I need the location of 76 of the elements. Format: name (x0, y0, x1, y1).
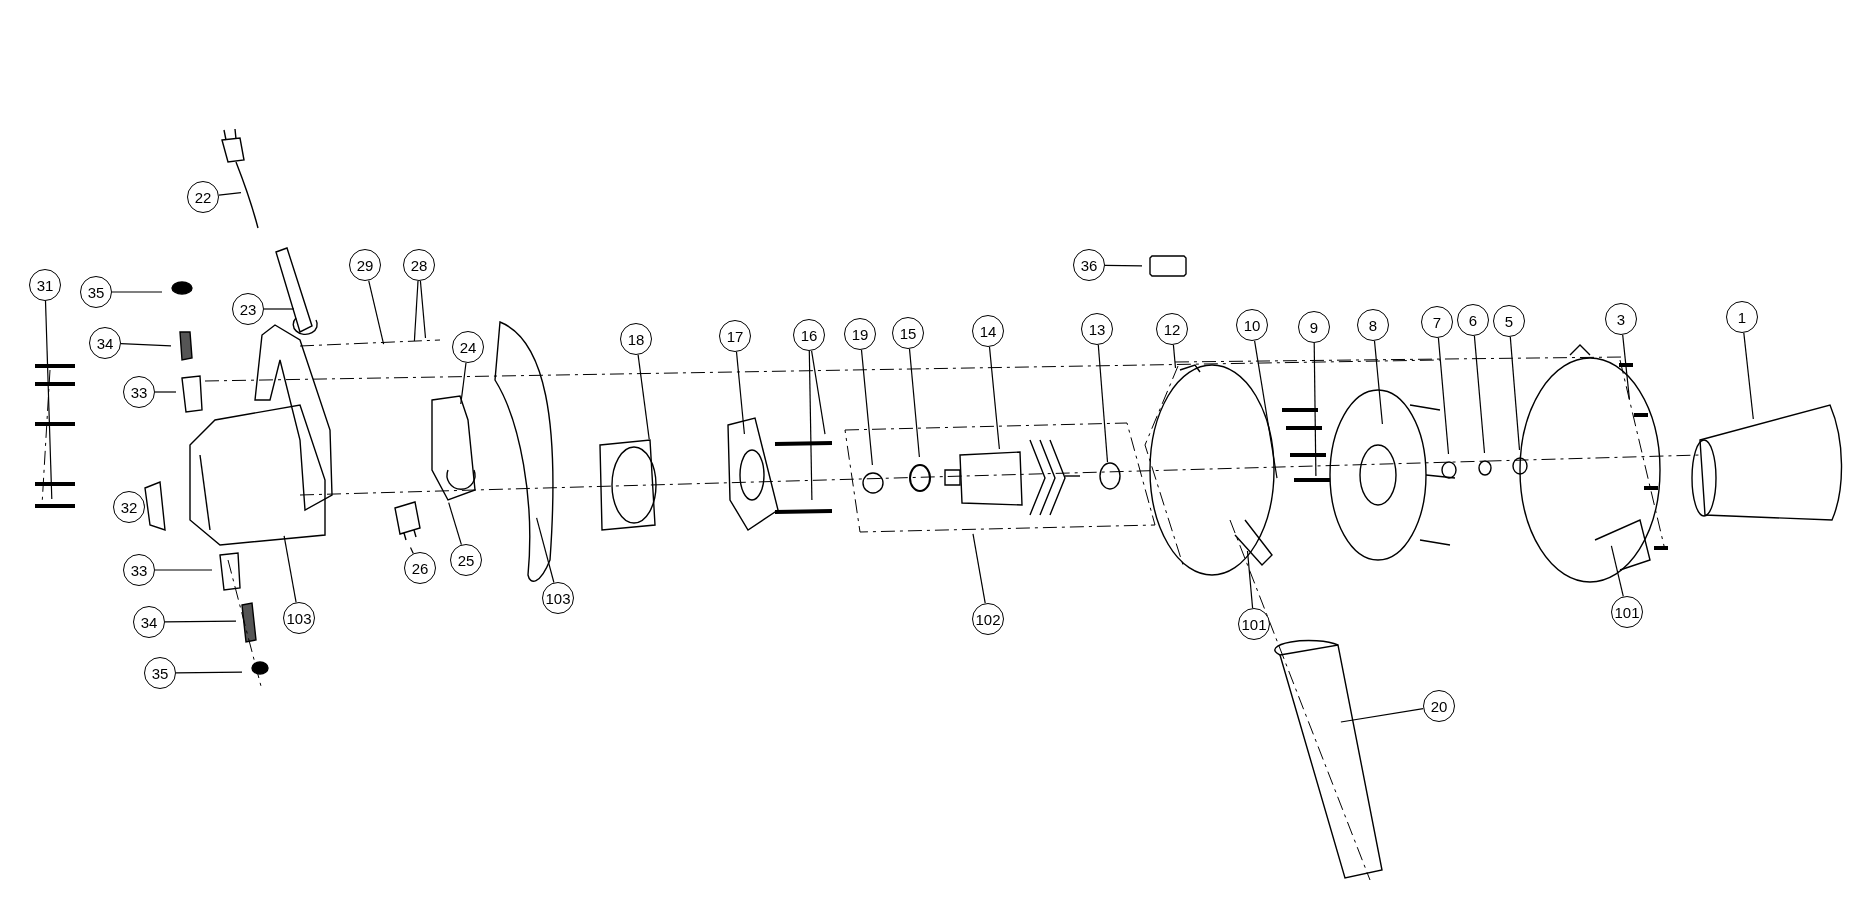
callout-number: 6 (1457, 304, 1489, 336)
leader-line (1097, 344, 1109, 463)
leader-line (1313, 342, 1317, 477)
leader-line (448, 502, 462, 546)
leader-line (419, 280, 427, 339)
callout-number: 35 (144, 657, 176, 689)
leader-line (908, 348, 920, 458)
callout-number: 29 (349, 249, 381, 281)
leader-line (988, 346, 1000, 450)
leader-line (972, 533, 986, 604)
callout-number: 33 (123, 376, 155, 408)
callout-number: 18 (620, 323, 652, 355)
leader-line (1340, 708, 1424, 723)
callout-number: 19 (844, 318, 876, 350)
callout-number: 8 (1357, 309, 1389, 341)
callout-number: 14 (972, 315, 1004, 347)
callout-number: 102 (972, 603, 1004, 635)
leader-line (218, 192, 242, 196)
callout-number: 34 (89, 327, 121, 359)
callout-number: 1 (1726, 301, 1758, 333)
callout-number: 20 (1423, 690, 1455, 722)
callout-number: 3 (1605, 303, 1637, 335)
leader-line (1509, 336, 1521, 451)
leader-line (413, 280, 419, 342)
leader-line (175, 671, 243, 674)
leader-line (1104, 264, 1143, 267)
leader-line (111, 291, 163, 293)
callout-number: 26 (404, 552, 436, 584)
callout-number: 12 (1156, 313, 1188, 345)
leader-line (164, 620, 237, 623)
callout-number: 17 (719, 320, 751, 352)
callout-number: 22 (187, 181, 219, 213)
callout-number: 33 (123, 554, 155, 586)
callout-number: 9 (1298, 311, 1330, 343)
leader-line (120, 343, 172, 347)
callout-number: 31 (29, 269, 61, 301)
leader-line (44, 300, 53, 500)
callout-number: 24 (452, 331, 484, 363)
leader-line (1610, 545, 1624, 597)
callout-number: 10 (1236, 309, 1268, 341)
leader-line (460, 362, 467, 405)
leader-line (1622, 334, 1630, 400)
leader-line (1254, 340, 1278, 479)
leader-line (1437, 337, 1450, 455)
callout-number: 13 (1081, 313, 1113, 345)
leader-line (263, 308, 295, 310)
leader-line (409, 546, 414, 555)
leader-line (1473, 335, 1486, 454)
callout-number: 101 (1238, 608, 1270, 640)
leader-line (637, 354, 650, 440)
leader-line (808, 350, 813, 501)
leader-line (811, 350, 826, 435)
leader-line (735, 351, 745, 435)
leader-line (283, 535, 297, 603)
callout-number: 28 (403, 249, 435, 281)
callout-number: 5 (1493, 305, 1525, 337)
callout-number: 101 (1611, 596, 1643, 628)
leader-line (1373, 340, 1383, 425)
callout-number: 23 (232, 293, 264, 325)
callout-number: 32 (113, 491, 145, 523)
callout-number: 103 (542, 582, 574, 614)
leader-line (1743, 332, 1754, 420)
callout-number: 16 (793, 319, 825, 351)
callout-number: 25 (450, 544, 482, 576)
callout-number: 103 (283, 602, 315, 634)
leader-line (154, 569, 213, 571)
leader-line (154, 391, 177, 393)
leader-line (860, 349, 873, 466)
leader-line (368, 280, 385, 345)
callout-number: 15 (892, 317, 924, 349)
callout-number: 7 (1421, 306, 1453, 338)
callout-number: 35 (80, 276, 112, 308)
leader-line (1246, 550, 1254, 609)
leader-line (1172, 344, 1177, 369)
callout-number: 34 (133, 606, 165, 638)
callout-number: 36 (1073, 249, 1105, 281)
